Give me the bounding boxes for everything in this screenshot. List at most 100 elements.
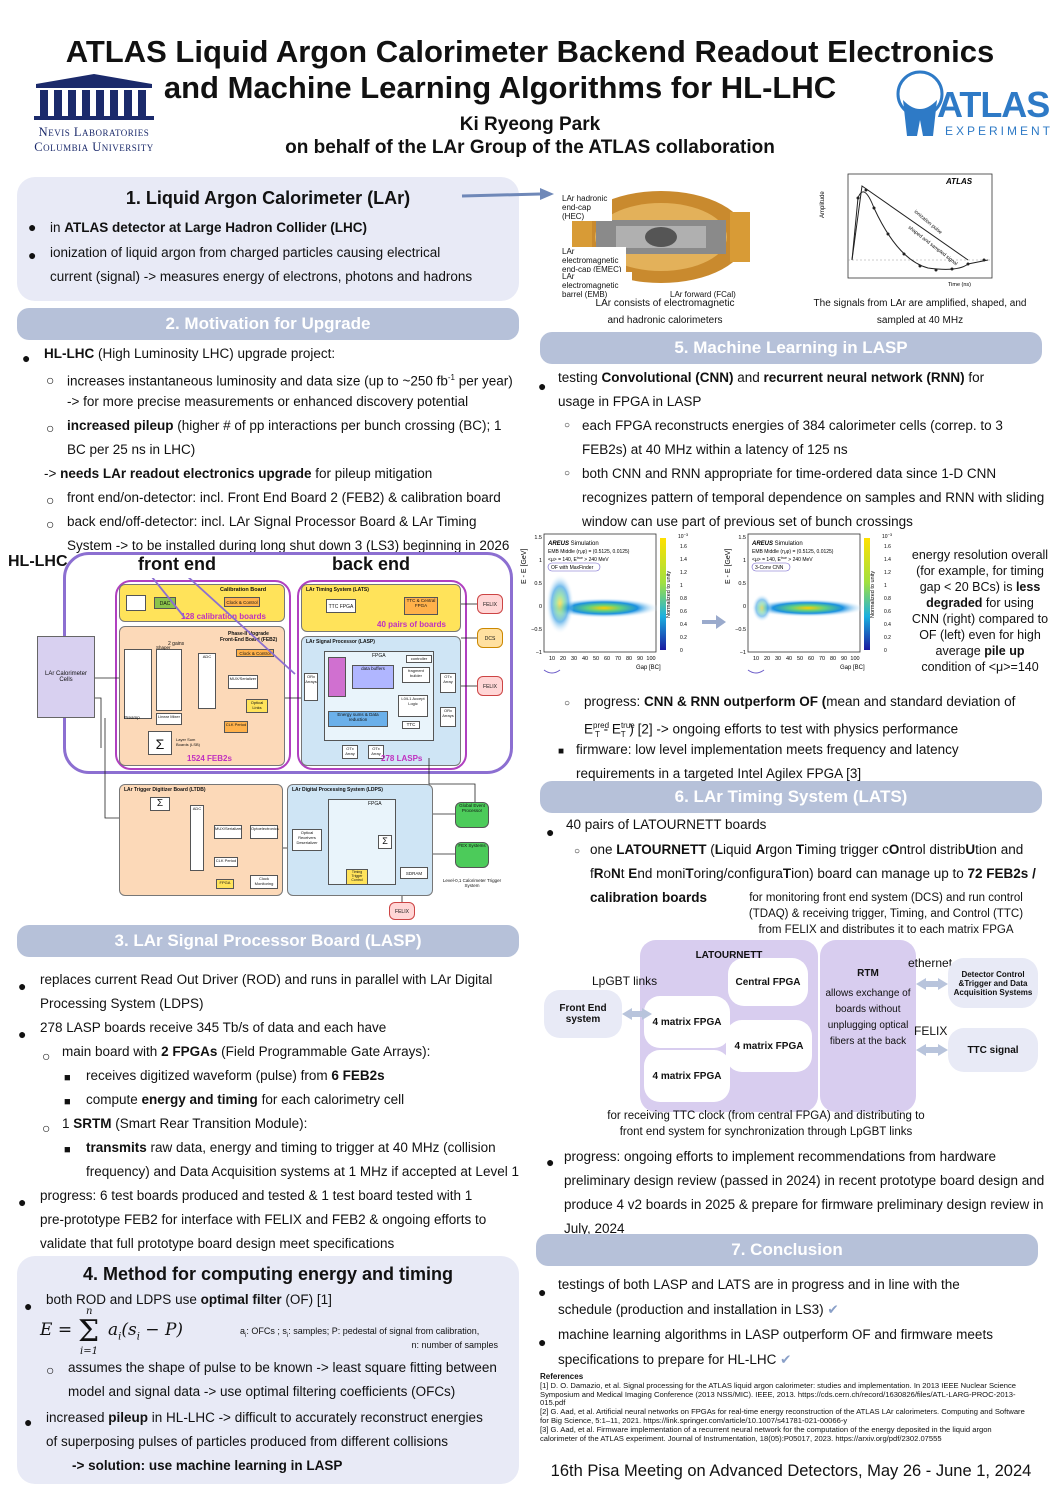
svg-text:0: 0	[884, 648, 887, 654]
svg-text:1.4: 1.4	[680, 557, 687, 563]
back-end-label: back end	[332, 554, 411, 574]
bullet-dot: ●	[28, 219, 37, 235]
svg-text:1: 1	[539, 558, 542, 564]
svg-text:60: 60	[808, 656, 814, 662]
heatmap-of-xticks: 10 20 30 40 50 60 70 80 90 100	[549, 656, 656, 662]
nevis-line2: Columbia University	[34, 140, 154, 154]
lbl-fcal: LAr forward (FCal)	[670, 290, 736, 299]
svg-text:0.6: 0.6	[884, 609, 891, 615]
svg-text:10: 10	[753, 656, 759, 662]
arch-connections	[95, 578, 477, 902]
svg-text:10−3: 10−3	[882, 532, 893, 540]
lats-count: 40 pairs of boards	[377, 620, 446, 629]
atlas-logo: ATLAS EXPERIMENT	[893, 70, 1053, 142]
section1-box	[17, 177, 519, 301]
s5-l5: both CNN and RNN appropriate for time-or…	[582, 466, 997, 481]
svg-text:Normalized to unity: Normalized to unity	[870, 571, 876, 618]
section1-title: 1. Liquid Argon Calorimeter (LAr)	[125, 188, 411, 208]
s4-l4: increased pileup in HL-LHC -> difficult …	[46, 1410, 483, 1425]
s4-l6: -> solution: use machine learning in LAS…	[72, 1458, 343, 1473]
s2-l6: -> needs LAr readout electronics upgrade…	[44, 466, 433, 481]
s6-p3: produce 4 v2 boards in 2025 & prepare fo…	[564, 1197, 1044, 1212]
l0-trigger-label: Level-0,1 Calorimeter Trigger System	[442, 878, 502, 888]
heatmap-cnn-yticks: 1.5 1 0.5 0 −0.5 −1	[735, 535, 746, 656]
arrow-icon	[461, 188, 554, 200]
svg-text:Gap [BC]: Gap [BC]	[840, 665, 865, 671]
svg-text:50: 50	[593, 656, 599, 662]
bullet-dot: ●	[546, 1154, 555, 1170]
fex-box: FEX Systems	[455, 842, 489, 868]
svg-text:0: 0	[539, 604, 542, 610]
svg-text:1.2: 1.2	[680, 570, 687, 576]
svg-text:0.5: 0.5	[738, 581, 746, 587]
svg-text:0: 0	[680, 648, 683, 654]
feb2-count: 1524 FEB2s	[187, 754, 232, 763]
s3-l5: receives digitized waveform (pulse) from…	[86, 1068, 385, 1083]
s1-bullet2b: current (signal) -> measures energy of e…	[50, 269, 473, 284]
svg-text:<μ> = 140, Etrue > 240 MeV: <μ> = 140, Etrue > 240 MeV	[752, 556, 813, 563]
svg-text:−0.5: −0.5	[531, 627, 542, 633]
bullet-circle: ○	[46, 420, 55, 436]
svg-text:0.4: 0.4	[680, 622, 687, 628]
ethernet-label: ethernet	[908, 956, 953, 970]
front-end-outline	[115, 580, 291, 770]
matrix-fpga-3: 4 matrix FPGA	[644, 1050, 730, 1102]
heatmap-cnn-zticks: 1.6 1.4 1.2 1 0.8 0.6 0.4 0.2 0	[884, 544, 891, 654]
bullet-circle: ○	[564, 420, 571, 431]
s5-l2: usage in FPGA in LASP	[558, 394, 702, 409]
bullet-circle: ○	[564, 468, 571, 479]
bullet-circle: ○	[46, 1362, 55, 1378]
svg-text:1.5: 1.5	[534, 535, 542, 541]
svg-text:1.6: 1.6	[680, 544, 687, 550]
s3-l11: pre-prototype FEB2 for interface with FE…	[40, 1212, 487, 1227]
detector-figure: LAr hadronic end-cap (HEC) LAr electroma…	[562, 172, 756, 302]
s3-l9: frequency) and Data Acquisition systems …	[86, 1164, 519, 1179]
bullet-dot: ●	[24, 1414, 33, 1430]
s5-p2: EpredT - EtrueT ) [2] -> ongoing efforts…	[584, 721, 959, 740]
svg-text:100: 100	[850, 656, 859, 662]
s2-l3: -> for more precise measurements or enha…	[67, 394, 469, 409]
back-end-outline	[297, 580, 467, 770]
s2-l5: BC per 25 ns in LHC)	[67, 442, 196, 457]
s3-l10: progress: 6 test boards produced and tes…	[40, 1188, 473, 1203]
bullet-circle: ○	[46, 516, 55, 532]
affiliation: on behalf of the LAr Group of the ATLAS …	[285, 137, 775, 158]
svg-text:30: 30	[775, 656, 781, 662]
s4-l2: assumes the shape of pulse to be known -…	[68, 1360, 497, 1375]
svg-text:<μ> = 140, Etrue > 240 MeV: <μ> = 140, Etrue > 240 MeV	[548, 556, 609, 563]
heatmap-cnn: AREUS Simulation EMB Middle (η,φ) = (0.5…	[725, 532, 893, 674]
svg-text:0.5: 0.5	[534, 581, 542, 587]
svg-text:1.5: 1.5	[738, 535, 746, 541]
svg-text:90: 90	[637, 656, 643, 662]
felix-box-3: FELIX	[389, 902, 415, 920]
section7-header: 7. Conclusion	[536, 1234, 1038, 1266]
s5-l3: each FPGA reconstructs energies of 384 c…	[582, 418, 1003, 433]
svg-text:0.2: 0.2	[884, 635, 891, 641]
s1-bullet1: in ATLAS detector at Large Hadron Collid…	[50, 220, 368, 235]
s5-l7: window can use part of previous set of b…	[582, 514, 913, 529]
ltdb-board: LAr Trigger Digitizer Board (LTDB) Σ ADC…	[119, 784, 283, 896]
svg-text:1: 1	[680, 583, 683, 589]
pulse-figure: Amplitude Time (ns) ATLAS ionization pul…	[818, 168, 998, 294]
bullet-square: ■	[558, 746, 565, 757]
bullet-circle: ○	[46, 372, 55, 388]
atlas-figure-icon	[896, 70, 944, 136]
lbl-hec: LAr hadronic end-cap (HEC)	[562, 194, 612, 221]
bullet-dot: ●	[546, 824, 555, 840]
eq-note2: n: number of samples	[411, 1340, 498, 1350]
bullet-dot: ●	[538, 1334, 547, 1350]
bullet-dot: ●	[538, 378, 547, 394]
lar-cells-box: LAr Calorimeter Cells	[37, 636, 95, 718]
atlas-logo-text: ATLAS	[937, 84, 1050, 125]
svg-text:80: 80	[830, 656, 836, 662]
check-icon: ✔	[827, 1302, 839, 1317]
nevis-line1: Nevis Laboratories	[38, 125, 150, 139]
s4-l5: of superposing pulses of particles produ…	[46, 1434, 448, 1449]
bullet-circle: ○	[42, 1120, 51, 1136]
svg-text:AREUS Simulation: AREUS Simulation	[751, 541, 803, 547]
section6-header: 6. LAr Timing System (LATS)	[540, 781, 1042, 813]
lbl-emec: LAr electromagnetic end-cap (EMEC)	[562, 247, 626, 274]
svg-text:10: 10	[549, 656, 555, 662]
svg-text:10−3: 10−3	[678, 532, 689, 540]
s6-l3: fRoNt End moniToring/configuraTion) boar…	[590, 866, 1036, 881]
